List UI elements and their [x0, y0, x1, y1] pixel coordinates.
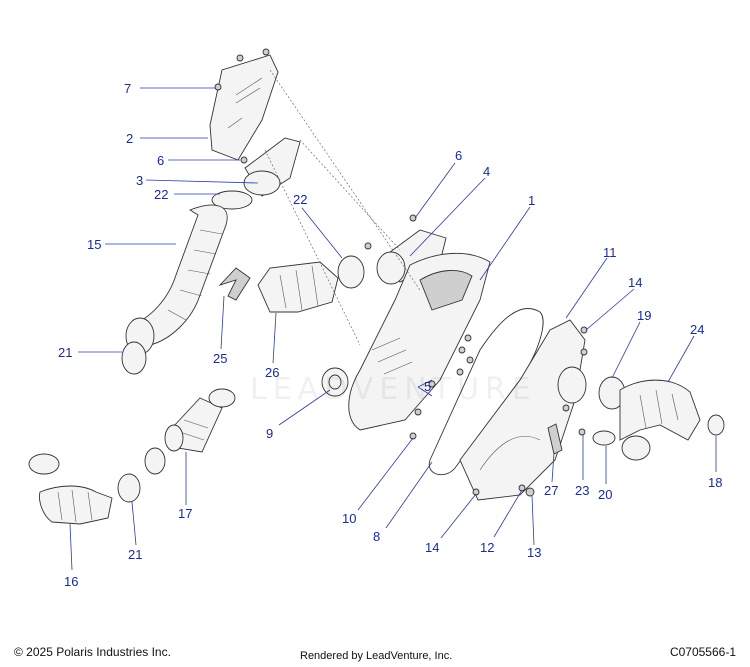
callout-22: 22	[154, 187, 168, 202]
callout-10: 10	[342, 511, 356, 526]
leader-lines	[69, 87, 717, 571]
callout-23: 23	[575, 483, 589, 498]
copyright-text: © 2025 Polaris Industries Inc.	[14, 645, 171, 659]
fasteners	[409, 326, 588, 497]
diagram-code: C0705566-1	[669, 645, 736, 659]
part-18-clamp[interactable]	[707, 414, 725, 436]
part-4-outlet[interactable]	[364, 214, 447, 285]
part-25-bracket[interactable]	[218, 267, 251, 301]
part-21-clamp-lower-a[interactable]	[28, 453, 60, 475]
part-16-duct[interactable]	[39, 485, 113, 525]
callout-24: 24	[690, 322, 704, 337]
part-21-clamp-lower-c[interactable]	[144, 447, 166, 475]
part-15-duct[interactable]	[125, 204, 228, 355]
callout-13: 13	[527, 545, 541, 560]
callout-21: 21	[128, 547, 142, 562]
callout-9: 9	[266, 426, 273, 441]
part-22-clamp-middle[interactable]	[337, 255, 365, 289]
callout-20: 20	[598, 487, 612, 502]
part-27-tab[interactable]	[547, 423, 563, 455]
part-20-clamp[interactable]	[592, 430, 616, 446]
callout-14: 14	[628, 275, 642, 290]
part-26-duct[interactable]	[257, 261, 339, 313]
callout-12: 12	[480, 540, 494, 555]
callout-19: 19	[637, 308, 651, 323]
part-8-seal[interactable]	[428, 308, 544, 476]
callout-6: 6	[455, 148, 462, 163]
callout-1: 1	[528, 193, 535, 208]
callout-27: 27	[544, 483, 558, 498]
part-24-elbow[interactable]	[619, 379, 701, 461]
rendered-by-text: Rendered by LeadVenture, Inc.	[300, 650, 453, 662]
part-9-washer[interactable]	[321, 367, 349, 397]
watermark: LEADVENTURE	[250, 372, 537, 407]
callout-18: 18	[708, 475, 722, 490]
callout-17: 17	[178, 506, 192, 521]
callout-5: 5	[424, 379, 431, 394]
part-17-duct[interactable]	[164, 388, 236, 453]
part-1-inner-cover[interactable]	[348, 252, 491, 431]
callout-7: 7	[124, 81, 131, 96]
callout-4: 4	[483, 164, 490, 179]
part-21-clamp-left[interactable]	[121, 341, 147, 375]
callout-11: 11	[603, 245, 617, 260]
callout-21: 21	[58, 345, 72, 360]
callout-14: 14	[425, 540, 439, 555]
callout-3: 3	[136, 173, 143, 188]
part-2-shield[interactable]	[209, 48, 279, 161]
part-3-funnel[interactable]	[240, 137, 301, 197]
callout-26: 26	[265, 365, 279, 380]
callouts: 7 2 6 3 22 15 21 25 26 22 6 4 1 11 14 19…	[58, 81, 722, 589]
part-21-clamp-lower-b[interactable]	[117, 473, 141, 503]
callout-8: 8	[373, 529, 380, 544]
callout-25: 25	[213, 351, 227, 366]
callout-6: 6	[157, 153, 164, 168]
callout-15: 15	[87, 237, 101, 252]
callout-22: 22	[293, 192, 307, 207]
part-22-clamp-upper[interactable]	[211, 190, 253, 210]
callout-2: 2	[126, 131, 133, 146]
callout-16: 16	[64, 574, 78, 589]
